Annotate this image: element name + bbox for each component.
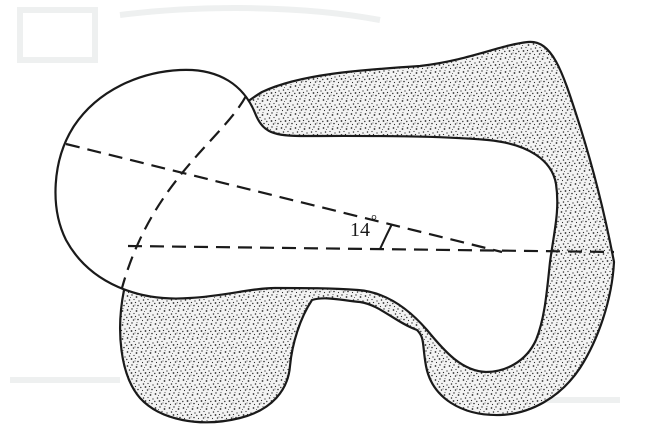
angle-degree-symbol: ° (371, 213, 377, 229)
angle-value-label: 14 (350, 219, 370, 241)
